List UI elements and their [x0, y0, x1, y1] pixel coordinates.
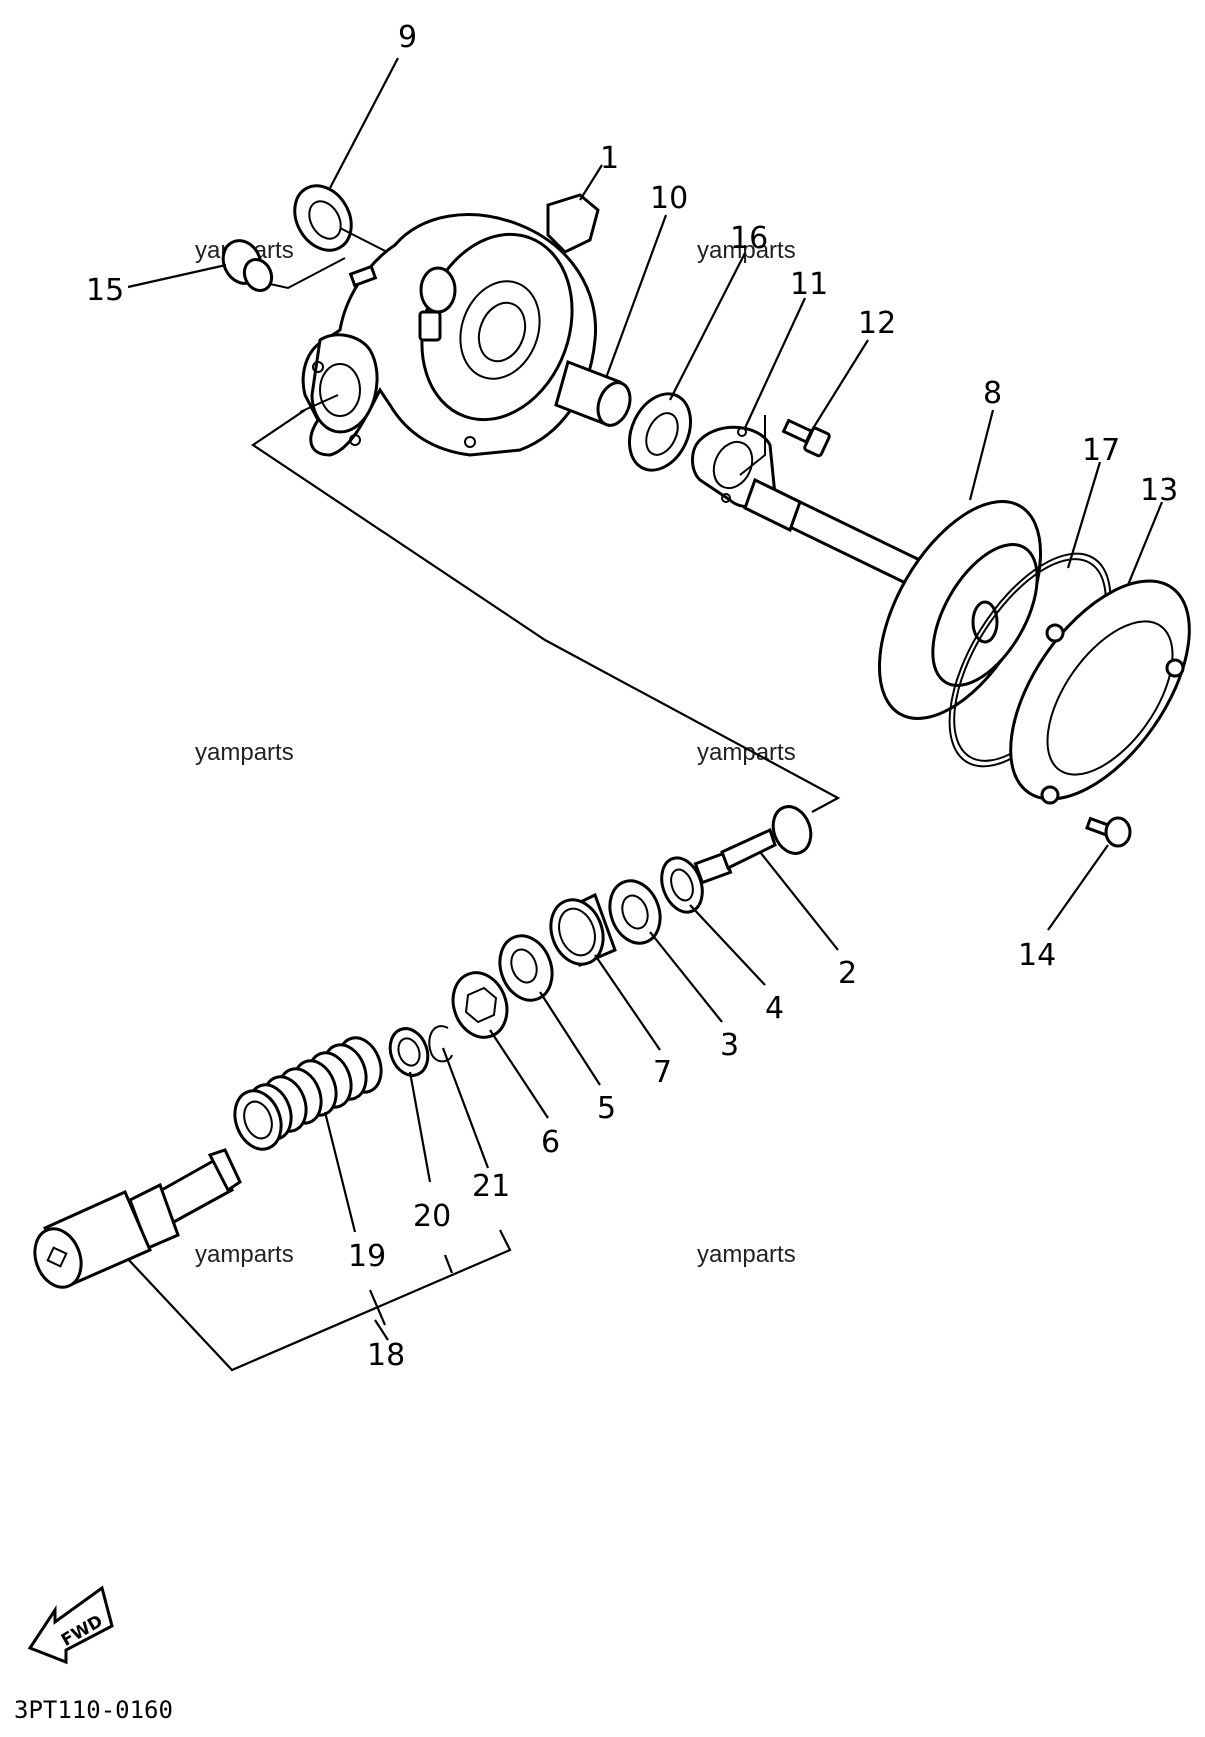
washer-20	[388, 1027, 430, 1077]
watermark: yamparts	[697, 739, 796, 766]
leader-7	[594, 954, 661, 1051]
bracket-tick-20	[443, 1254, 454, 1274]
cover-13	[1009, 579, 1191, 805]
shaft-gear-8	[743, 477, 1043, 720]
callout-4: 4	[765, 991, 784, 1026]
watermark: yamparts	[697, 237, 796, 264]
leader-10	[604, 214, 668, 379]
leader-11	[744, 297, 806, 429]
transmission-case-1	[299, 193, 600, 457]
leader-17	[1066, 461, 1102, 569]
leader-lines	[127, 57, 1164, 1233]
callout-11: 11	[790, 267, 828, 302]
leader-14	[1047, 844, 1109, 931]
callout-15: 15	[86, 273, 124, 308]
callout-9: 9	[398, 20, 417, 55]
callout-17: 17	[1082, 433, 1120, 468]
callout-18: 18	[367, 1338, 405, 1373]
bearing-3	[608, 879, 662, 945]
collar-15	[221, 239, 346, 293]
leader-5	[539, 991, 601, 1086]
washer-4	[660, 856, 704, 914]
leader-8	[968, 409, 995, 501]
leader-15	[127, 263, 227, 289]
leader-4	[689, 904, 766, 986]
callout-16: 16	[730, 221, 768, 256]
callout-1: 1	[600, 141, 619, 176]
callouts: 1 2 3 4 5 6 7 8 9 10 11 12 13 14 15 16 1…	[86, 20, 1178, 1373]
leader-20	[408, 1071, 432, 1183]
watermark: yamparts	[697, 1241, 796, 1268]
leader-1	[579, 164, 603, 201]
callout-6: 6	[541, 1125, 560, 1160]
case-assembly-bracket	[251, 409, 841, 813]
callout-14: 14	[1018, 938, 1056, 973]
watermark: yamparts	[195, 739, 294, 766]
leader-2	[759, 851, 839, 951]
callout-21: 21	[472, 1169, 510, 1204]
shaft-assembly-bracket	[111, 1229, 512, 1372]
callout-3: 3	[720, 1028, 739, 1063]
circlip-21	[428, 1025, 453, 1063]
callout-19: 19	[348, 1239, 386, 1274]
callout-2: 2	[838, 956, 857, 991]
watermarks: yamparts yamparts yamparts yamparts yamp…	[195, 237, 796, 1268]
bearing-16	[628, 392, 692, 472]
callout-8: 8	[983, 376, 1002, 411]
leader-6	[489, 1029, 549, 1119]
leader-16	[669, 252, 746, 401]
bearing-5	[498, 934, 554, 1002]
callout-12: 12	[858, 306, 896, 341]
leader-13	[1126, 501, 1164, 586]
pinion-shaft-2	[693, 805, 813, 885]
bolt-12	[781, 418, 831, 458]
callout-5: 5	[597, 1091, 616, 1126]
forward-direction-arrow: FWD	[27, 1585, 114, 1665]
spring-19	[233, 1036, 383, 1151]
callout-20: 20	[413, 1199, 451, 1234]
leader-12	[811, 339, 869, 431]
diagram-code: 3PT110-0160	[14, 1696, 173, 1724]
callout-10: 10	[650, 181, 688, 216]
bolt-14	[1085, 816, 1132, 848]
bracket-tick-19	[374, 1319, 389, 1341]
leader-9	[329, 57, 399, 189]
watermark: yamparts	[195, 1241, 294, 1268]
callout-13: 13	[1140, 473, 1178, 508]
leader-21	[441, 1047, 490, 1169]
collar-7	[549, 892, 617, 967]
leader-19	[323, 1111, 357, 1233]
callout-7: 7	[653, 1055, 672, 1090]
leader-18	[368, 1289, 387, 1326]
group-brackets	[111, 409, 841, 1372]
leader-3	[649, 931, 723, 1023]
oil-seal-9	[293, 184, 396, 257]
shaft-18	[33, 1148, 242, 1289]
collar-10	[554, 360, 632, 427]
nut-6	[451, 971, 509, 1039]
